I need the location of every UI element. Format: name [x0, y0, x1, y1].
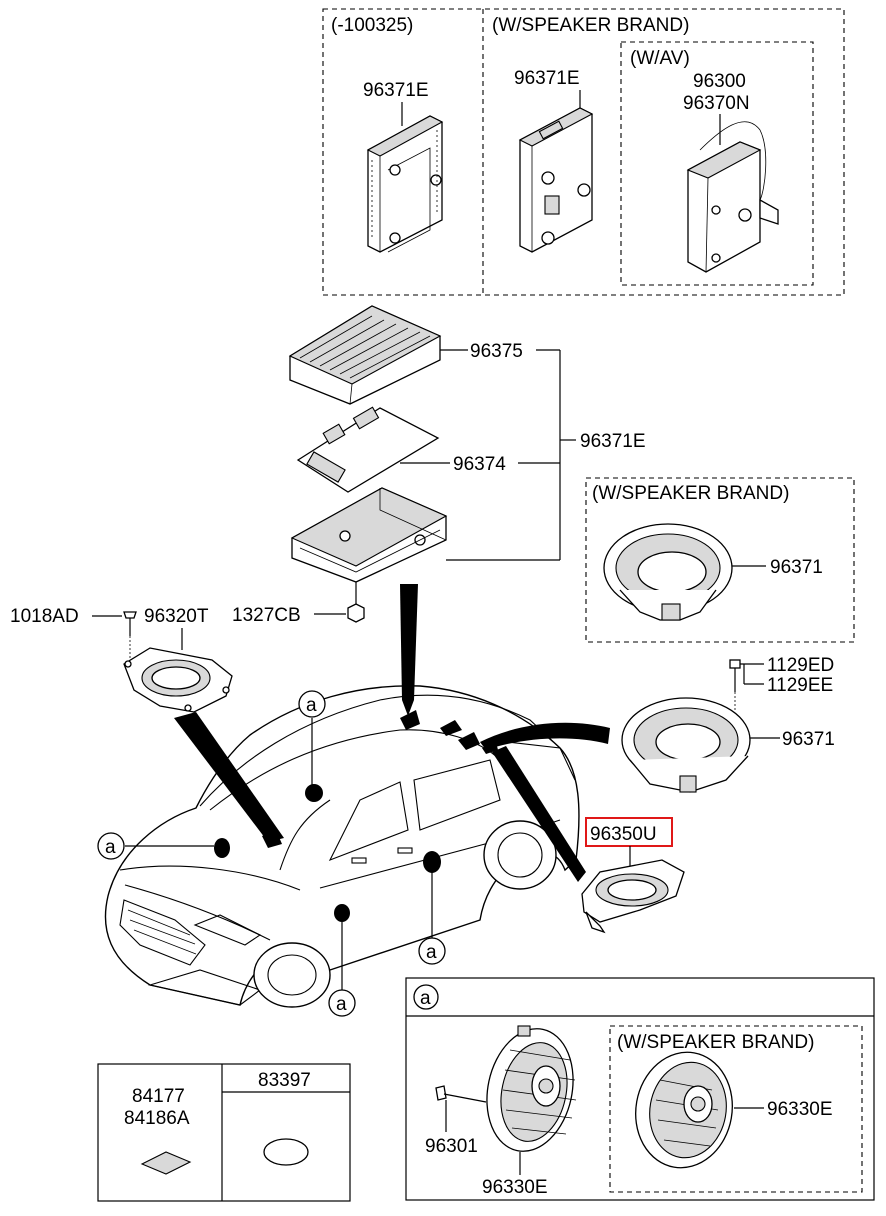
- av-part-number-1: 96300: [693, 71, 746, 92]
- brand-woofer-variant-label: (W/SPEAKER BRAND): [592, 483, 789, 504]
- bolt-part-number-2: 1129EE: [767, 675, 833, 696]
- center-speaker-part-number: 96350U: [590, 824, 657, 845]
- callout-a-rear-door-label: a: [426, 942, 437, 963]
- screw-part-number: 1018AD: [10, 606, 79, 627]
- pad-table: 84177 84186A 83397: [97, 1063, 351, 1202]
- center-speaker[interactable]: 96350U: [581, 817, 685, 934]
- tweeter-part-number: 96320T: [144, 606, 209, 627]
- rear-woofer[interactable]: 96371: [621, 697, 835, 793]
- av-unit[interactable]: 96300 96370N: [683, 71, 779, 273]
- variant-label-100325: (-100325): [331, 15, 413, 36]
- brand-woofer[interactable]: [603, 523, 733, 621]
- callout-a-roof: [298, 690, 326, 718]
- amp-board[interactable]: [296, 406, 440, 493]
- door-rivet[interactable]: 96301: [425, 1085, 487, 1157]
- woofer-bolt[interactable]: 1129ED 1129EE: [729, 655, 834, 712]
- callout-a-dash-label: a: [105, 837, 116, 858]
- amp-assy-part-number: 96371E: [580, 431, 646, 452]
- detail-a-marker-label: a: [420, 988, 431, 1009]
- amplifier-a[interactable]: 96371E: [363, 80, 444, 253]
- dash-speaker-spot: [214, 838, 230, 858]
- variant-label-av: (W/AV): [630, 48, 690, 69]
- detail-a-marker: [413, 984, 439, 1010]
- left-tweeter[interactable]: 1018AD 96320T: [10, 606, 233, 713]
- pad-square-icon: [140, 1151, 192, 1175]
- callout-a-rear-door: [418, 937, 446, 965]
- amp-board-part-number: 96374: [453, 454, 506, 475]
- amp-cover-part-number: 96375: [470, 341, 523, 362]
- door-speaker[interactable]: [476, 1021, 584, 1160]
- pad-part-number-2: 84186A: [124, 1108, 190, 1129]
- brand-woofer-box: (W/SPEAKER BRAND) 96371: [585, 477, 855, 643]
- callouts: a a a a: [97, 690, 446, 1017]
- amp-base[interactable]: [290, 487, 448, 583]
- bolt-part-number-1: 1129ED: [767, 655, 834, 676]
- av-part-number-2: 96370N: [683, 93, 750, 114]
- door-speaker-brand-part-number: 96330E: [767, 1099, 833, 1120]
- door-rivet-part-number: 96301: [425, 1136, 478, 1157]
- rear-door-speaker-spot: [423, 851, 441, 873]
- callout-a-front-door: [328, 989, 356, 1017]
- brand-woofer-part-number: 96371: [770, 557, 823, 578]
- nut-part-number: 1327CB: [232, 605, 301, 626]
- door-brand-variant-label: (W/SPEAKER BRAND): [617, 1032, 814, 1053]
- woofer-part-number: 96371: [782, 729, 835, 750]
- callout-a-dash: [97, 832, 125, 860]
- pad-part-number-3: 83397: [258, 1070, 311, 1091]
- pointer-wedges: [174, 584, 610, 882]
- door-speaker-part-number: 96330E: [482, 1177, 548, 1198]
- variant-label-speaker-brand: (W/SPEAKER BRAND): [492, 15, 689, 36]
- front-door-speaker-spot: [305, 784, 323, 802]
- nut[interactable]: 1327CB: [232, 582, 365, 626]
- top-variant-box: (-100325) (W/SPEAKER BRAND) (W/AV): [322, 8, 845, 296]
- pad-part-number-1: 84177: [132, 1086, 185, 1107]
- callout-a-front-door-label: a: [336, 994, 347, 1015]
- door-speaker-brand[interactable]: [627, 1045, 742, 1176]
- pad-round-icon: [263, 1138, 309, 1166]
- amp-exploded-view: 96375 96374 96371E: [288, 305, 646, 583]
- detail-a-box: a (W/SPEAKER BRAND) 96301 96330E: [405, 977, 875, 1201]
- highlight-box: [585, 817, 673, 847]
- lower-door-speaker-spot: [334, 904, 350, 922]
- amp-a-part-number: 96371E: [363, 80, 429, 101]
- amplifier-b[interactable]: 96371E: [514, 68, 594, 253]
- callout-a-roof-label: a: [306, 695, 317, 716]
- amp-b-part-number: 96371E: [514, 68, 580, 89]
- amp-cover[interactable]: [288, 305, 442, 405]
